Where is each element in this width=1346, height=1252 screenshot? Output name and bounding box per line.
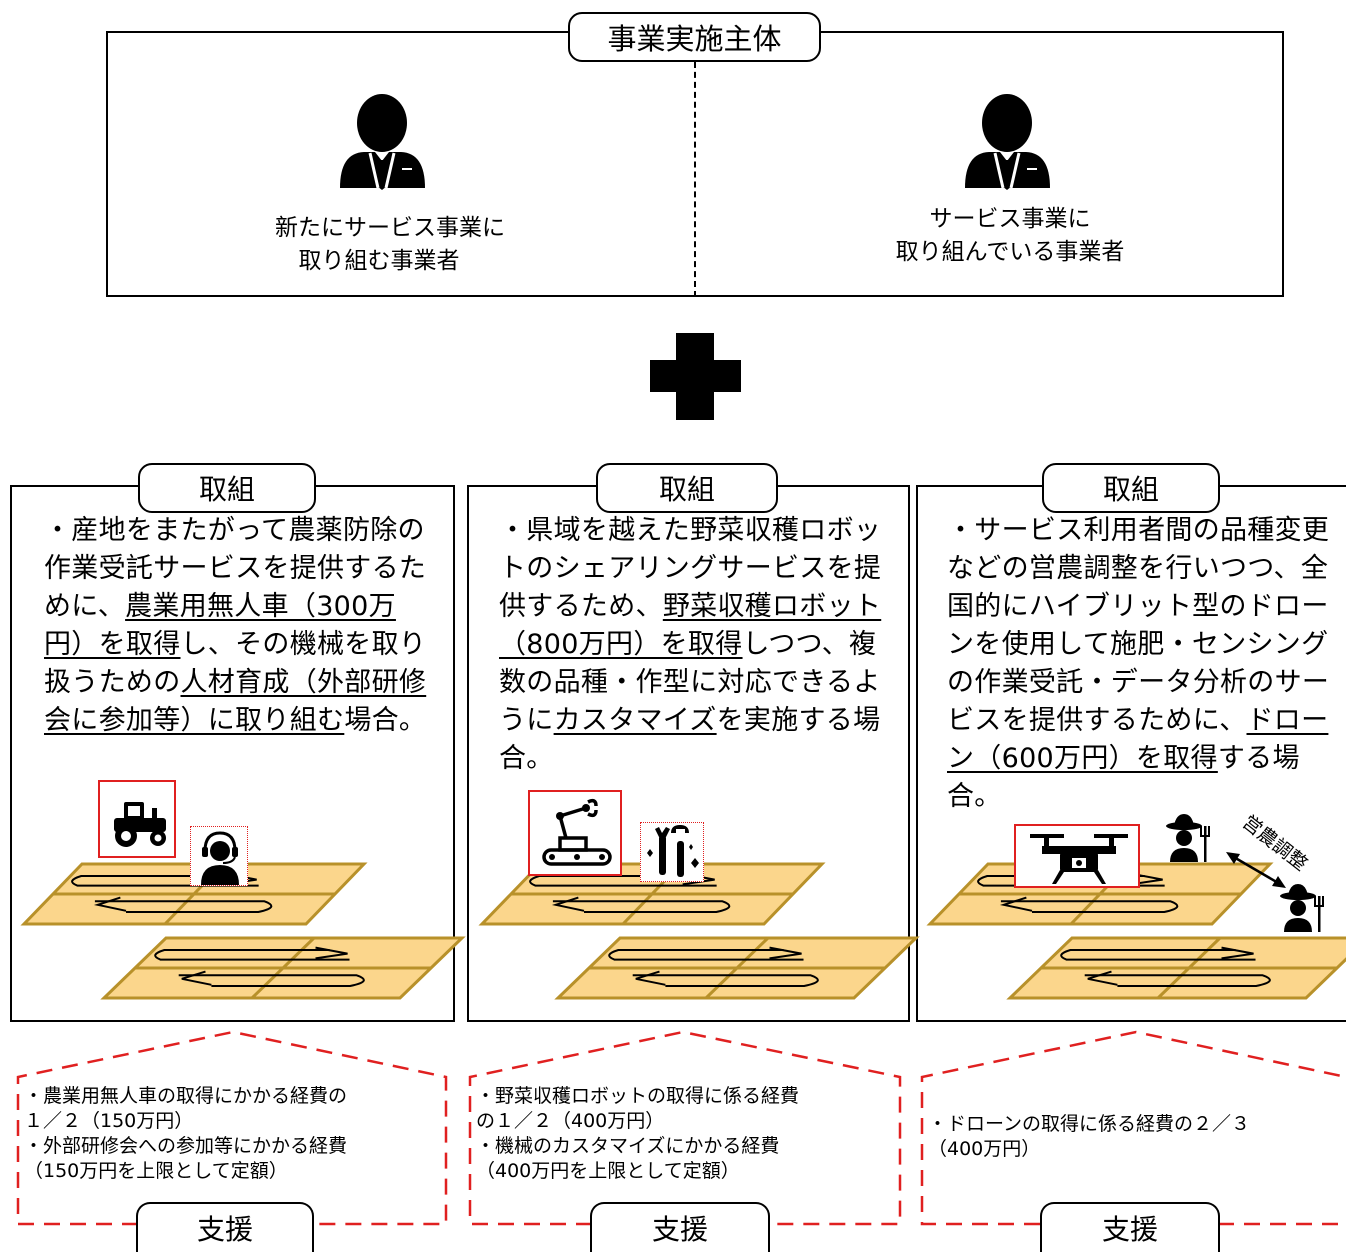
description-line: 円）を取得し、その機械を取り <box>44 629 427 660</box>
initiative-panel-3 <box>916 485 1346 1022</box>
support-text-1: ・農業用無人車の取得にかかる経費の １／２（150万円） ・外部研修会への参加等にか… <box>24 1084 444 1184</box>
support-line: ・野菜収穫ロボットの取得に係る経費 <box>476 1085 800 1107</box>
existing-business-operator-label: サービス事業に 取り組んでいる事業者 <box>895 206 1125 265</box>
initiative-panel-2 <box>467 485 910 1022</box>
description-line: 国的にハイブリット型のドロー <box>947 591 1329 622</box>
description-line: （800万円）を取得しつつ、複 <box>499 629 877 660</box>
businessperson-icon-left <box>340 94 425 190</box>
farm-field <box>20 862 368 926</box>
support-text-3: ・ドローンの取得に係る経費の２／３ （400万円） <box>928 1112 1346 1162</box>
description-line: 数の品種・作型に対応できるよ <box>499 667 881 698</box>
description-line: ンを使用して施肥・センシング <box>947 629 1329 660</box>
farm-field <box>554 936 920 1000</box>
support-line: （400万円を上限として定額） <box>476 1160 740 1182</box>
description-line: ・産地をまたがって農薬防除の <box>44 515 425 546</box>
initiative-tab-1: 取組 <box>138 463 316 513</box>
support-tab-3: 支援 <box>1040 1202 1220 1252</box>
support-line: （150万円を上限として定額） <box>24 1160 288 1182</box>
implementing-entity-title: 事業実施主体 <box>568 12 821 62</box>
description-line: の作業受託・データ分析のサー <box>947 667 1330 698</box>
initiative-panel-1 <box>10 485 455 1022</box>
description-line: 合。 <box>499 743 554 774</box>
drone-icon <box>1014 824 1140 888</box>
support-outline-1 <box>16 1030 448 1226</box>
support-line: の１／２（400万円） <box>476 1110 665 1132</box>
center-divider <box>694 52 696 297</box>
initiative-description-3: ・サービス利用者間の品種変更などの営農調整を行いつつ、全国的にハイブリット型のド… <box>947 512 1346 816</box>
businessperson-icon-right <box>965 94 1050 190</box>
description-line: ン（600万円）を取得する場合。 <box>947 743 1300 812</box>
description-line: などの営農調整を行いつつ、全 <box>947 553 1329 584</box>
initiative-tab-2: 取組 <box>596 463 778 513</box>
description-line: ビスを提供するために、ドロー <box>947 705 1329 736</box>
support-line: ・外部研修会への参加等にかかる経費 <box>24 1135 348 1157</box>
description-line: ・サービス利用者間の品種変更 <box>947 515 1330 546</box>
description-line: 作業受託サービスを提供するた <box>44 553 427 584</box>
support-line: １／２（150万円） <box>24 1110 194 1132</box>
support-tab-2: 支援 <box>590 1202 770 1252</box>
farm-field <box>100 936 466 1000</box>
description-line: 供するため、野菜収穫ロボット <box>499 591 882 622</box>
farm-field <box>1006 936 1346 1000</box>
description-line: トのシェアリングサービスを提 <box>499 553 882 584</box>
new-business-operator-label: 新たにサービス事業に 取り組む事業者 <box>275 215 505 274</box>
support-line: ・ドローンの取得に係る経費の２／３ <box>928 1113 1251 1135</box>
harvesting-robot-icon <box>528 790 622 876</box>
coordination-arrow <box>1226 852 1286 888</box>
description-line: 会に参加等）に取り組む場合。 <box>44 705 427 736</box>
initiative-description-2: ・県域を越えた野菜収穫ロボットのシェアリングサービスを提供するため、野菜収穫ロボ… <box>499 512 904 778</box>
farmer-icon-bottom <box>1280 884 1324 932</box>
initiative-tab-3: 取組 <box>1042 463 1220 513</box>
description-line: めに、農業用無人車（300万 <box>44 591 396 622</box>
operator-headset-icon <box>190 826 248 886</box>
initiative-description-1: ・産地をまたがって農薬防除の作業受託サービスを提供するために、農業用無人車（30… <box>44 512 449 740</box>
support-tab-1: 支援 <box>136 1202 314 1252</box>
description-line: うにカスタマイズを実施する場 <box>499 705 881 736</box>
support-line: ・機械のカスタマイズにかかる経費 <box>476 1135 780 1157</box>
support-outline-3 <box>920 1030 1346 1226</box>
support-line: ・農業用無人車の取得にかかる経費の <box>24 1085 348 1107</box>
customize-tools-icon <box>640 822 704 882</box>
support-line: （400万円） <box>928 1138 1041 1160</box>
support-text-2: ・野菜収穫ロボットの取得に係る経費の１／２（400万円） ・機械のカスタマイズにか… <box>476 1084 896 1184</box>
farmer-icon-top <box>1166 814 1210 862</box>
description-line: ・県域を越えた野菜収穫ロボッ <box>499 515 882 546</box>
tractor-icon <box>98 780 176 858</box>
description-line: 扱うための人材育成（外部研修 <box>44 667 427 698</box>
